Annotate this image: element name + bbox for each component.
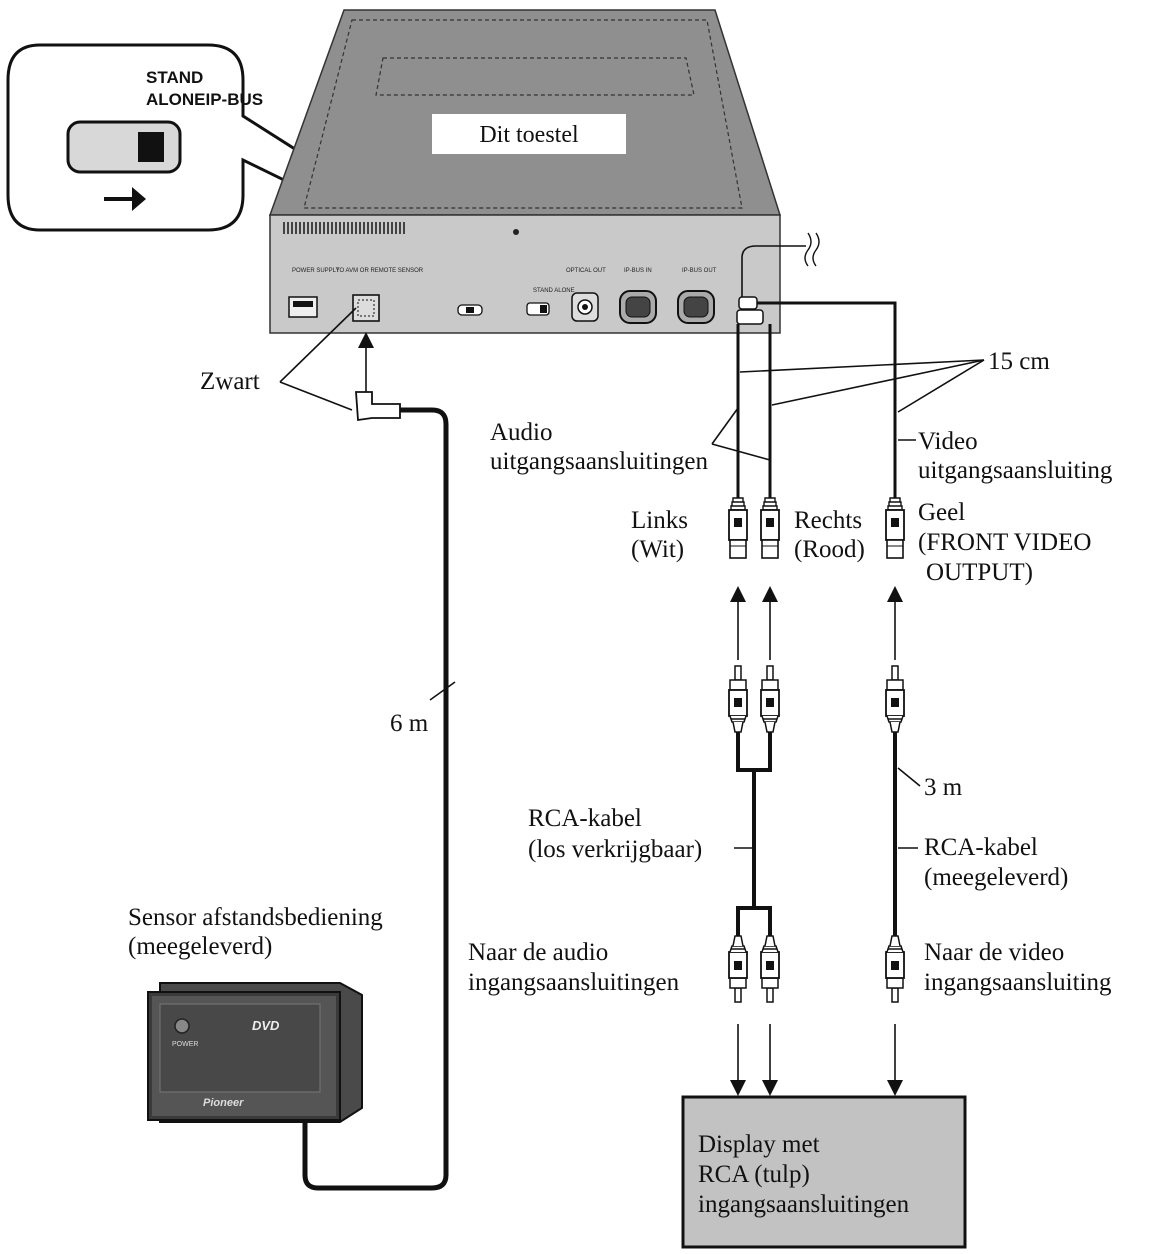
label-15cm: 15 cm (988, 348, 1050, 375)
label-to-audio-in-2: ingangsaansluitingen (468, 969, 680, 996)
panel-label-avm: TO AVM OR REMOTE SENSOR (336, 268, 424, 274)
remote-sensor-box: POWER DVD Pioneer Sensor afstandsbedieni… (128, 904, 383, 1123)
switch-label-line1: STAND (146, 68, 203, 87)
power-led-icon (174, 1018, 190, 1034)
panel-label-stand-alone: STAND ALONE (533, 288, 575, 294)
label-to-audio-in-1: Naar de audio (468, 939, 608, 966)
label-to-video-in-1: Naar de video (924, 939, 1064, 966)
plug-video-bottom (885, 935, 905, 1003)
label-to-video-in-2: ingangsaansluiting (924, 969, 1112, 996)
label-rca-video-2: (meegeleverd) (924, 864, 1068, 891)
label-sensor-1: Sensor afstandsbediening (128, 904, 383, 931)
dvd-logo: DVD (252, 1018, 280, 1033)
panel-label-ip-in: IP-BUS IN (624, 268, 652, 274)
label-sensor-2: (meegeleverd) (128, 933, 272, 960)
sensor-power-label: POWER (172, 1041, 198, 1048)
label-zwart: Zwart (200, 368, 260, 395)
plug-audio-right-bottom (760, 935, 780, 1003)
label-audio-out-1: Audio (490, 419, 553, 446)
rca-cables: RCA-kabel (los verkrijgbaar) 3 m RCA-kab… (528, 732, 1068, 936)
plug-audio-left-bottom (728, 935, 748, 1003)
plug-audio-left-top (728, 665, 748, 733)
label-geel-2: (FRONT VIDEO (918, 529, 1091, 556)
jack-video-yellow (885, 497, 905, 559)
panel-label-ip-out: IP-BUS OUT (682, 268, 717, 274)
arrow-right-icon (104, 187, 146, 211)
unit-title-box (432, 114, 626, 154)
label-links-1: Links (631, 507, 688, 534)
label-3m: 3 m (924, 774, 963, 801)
label-rca-audio-1: RCA-kabel (528, 805, 642, 832)
label-rca-audio-2: (los verkrijgbaar) (528, 836, 702, 863)
jack-right-red (760, 497, 780, 559)
remote-sensor-cable: Zwart 6 m (200, 307, 456, 1191)
label-geel-3: OUTPUT) (926, 559, 1033, 586)
label-video-out-2: uitgangsaansluiting (918, 457, 1113, 484)
panel-label-power: POWER SUPPLY (292, 268, 340, 274)
label-display-3: ingangsaansluitingen (698, 1191, 910, 1218)
main-unit: Dit toestel POWER SUPPLY TO AVM OR REMOT… (268, 9, 820, 334)
label-display-2: RCA (tulp) (698, 1161, 810, 1188)
panel-label-optical: OPTICAL OUT (566, 268, 606, 274)
avm-remote-port (352, 294, 380, 322)
label-6m: 6 m (390, 710, 429, 737)
label-audio-out-2: uitgangsaansluitingen (490, 448, 709, 475)
label-geel-1: Geel (918, 499, 965, 526)
output-leads: 15 cm Audio uitgangsaansluitingen Video … (490, 301, 1113, 500)
plug-audio-right-top (760, 665, 780, 733)
sensor-plug (355, 391, 401, 422)
pioneer-brand: Pioneer (203, 1097, 244, 1109)
switch-knob (138, 132, 164, 162)
label-links-2: (Wit) (631, 536, 684, 563)
jack-left-white (728, 497, 748, 559)
label-display-1: Display met (698, 1131, 820, 1158)
unit-title: Dit toestel (479, 122, 579, 148)
label-rechts-2: (Rood) (794, 536, 865, 563)
label-rca-video-1: RCA-kabel (924, 834, 1038, 861)
label-video-out-1: Video (918, 428, 978, 455)
display-box: Display met RCA (tulp) ingangsaansluitin… (681, 1095, 967, 1249)
label-rechts-1: Rechts (794, 507, 862, 534)
switch-label-line2: ALONEIP-BUS (146, 90, 263, 109)
plug-video-top (885, 665, 905, 733)
